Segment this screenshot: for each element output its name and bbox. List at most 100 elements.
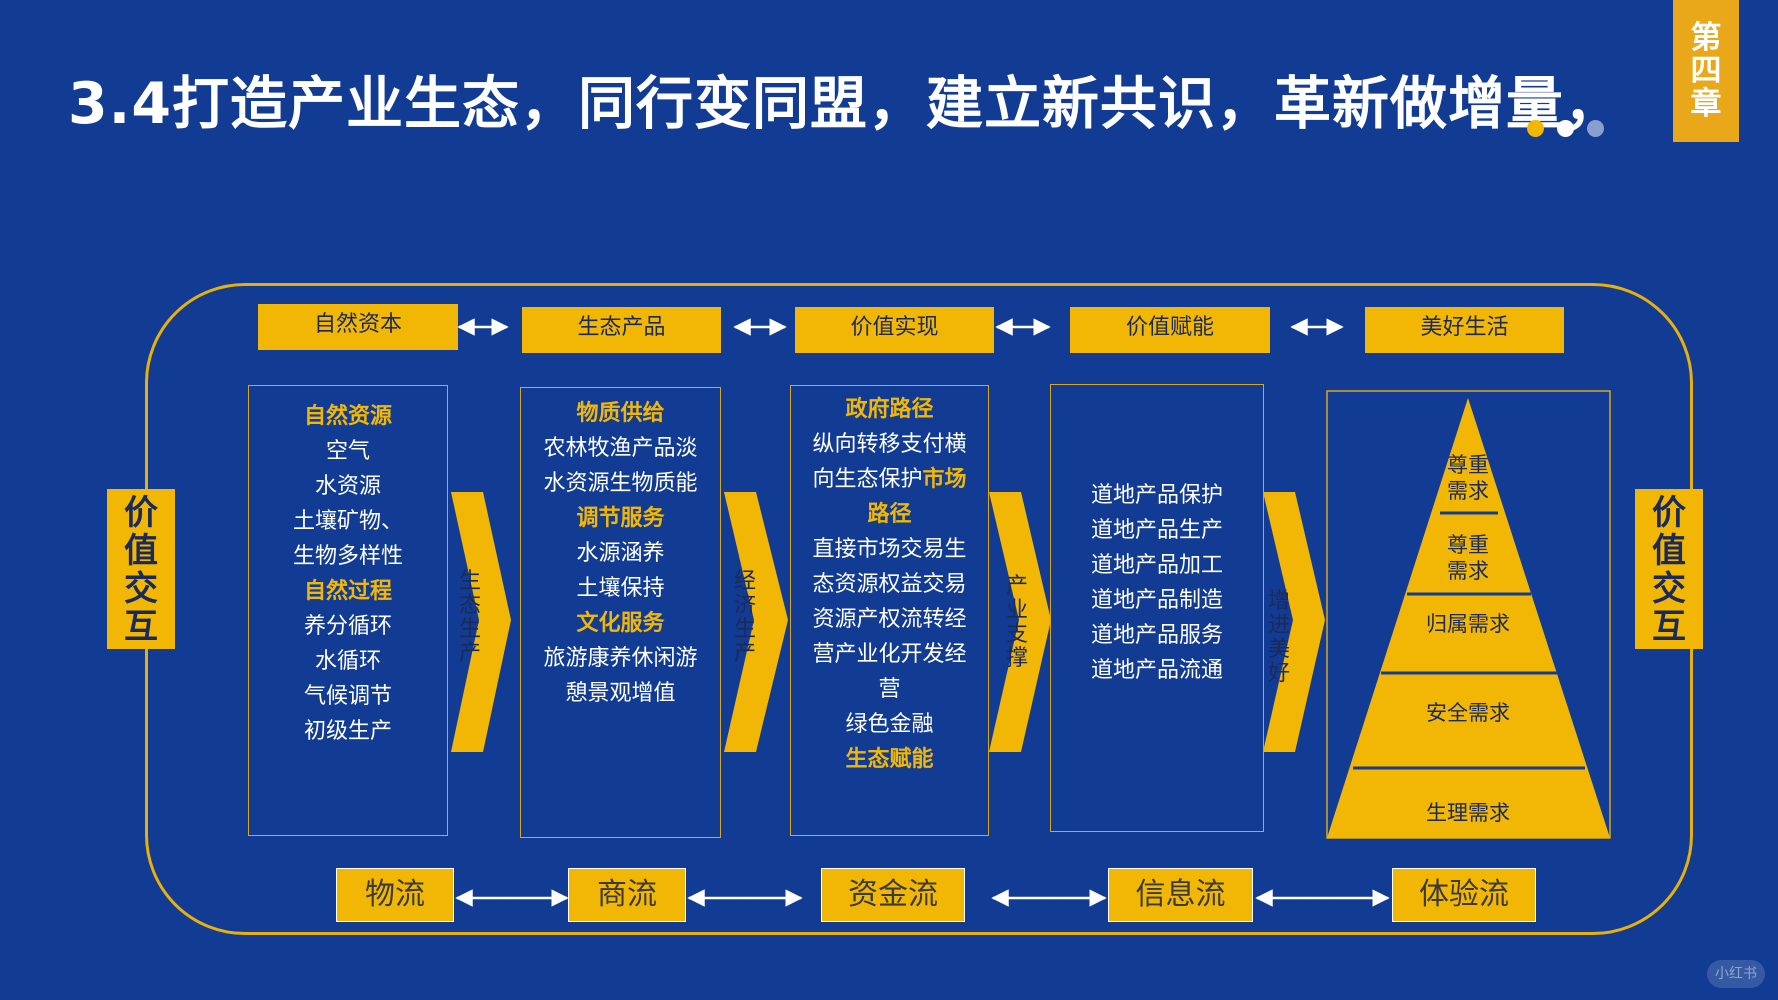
chapter-char: 第: [1690, 20, 1722, 56]
chevron-arrow-icon: [451, 492, 511, 752]
column-line: 水循环: [314, 649, 381, 674]
column-value-empowerment: 道地产品保护 道地产品生产 道地产品加工 道地产品制造 道地产品服务 道地产品流…: [1050, 384, 1264, 832]
column-line: 生态赋能: [845, 747, 934, 772]
pyramid-text: 需求: [1447, 479, 1489, 503]
arrow-char: 美: [1267, 637, 1290, 662]
pyramid-text: 尊重: [1447, 453, 1489, 477]
chevron-arrow-icon: [724, 492, 788, 752]
flow-information: 信息流: [1108, 868, 1253, 922]
column-line: 气候调节: [303, 684, 392, 709]
arrow-char: 生: [458, 569, 481, 594]
chapter-tab: 第 四 章: [1673, 0, 1739, 142]
arrow-char: 进: [1267, 613, 1290, 638]
column-line: 自然资源: [303, 404, 392, 429]
column-line: 路径: [867, 502, 912, 527]
flow-capital: 资金流: [821, 868, 965, 922]
column-line: 土壤保持: [576, 576, 665, 601]
column-line: 政府路径: [845, 397, 934, 422]
header-value-realization: 价值实现: [795, 307, 994, 353]
column-text-highlight: 市场: [922, 467, 967, 492]
column-line: 纵向转移支付横: [812, 432, 967, 457]
flow-experience: 体验流: [1392, 868, 1536, 922]
chevron-arrow-icon: [989, 492, 1051, 752]
column-line: 营产业化开发经: [812, 642, 967, 667]
watermark: 小红书: [1707, 960, 1765, 988]
arrow-char: 经: [733, 569, 756, 594]
dot-icon: [1527, 120, 1544, 137]
page-title: 3.4打造产业生态，同行变同盟，建立新共识，革新做增量，: [68, 71, 1622, 137]
arrow-char: 增: [1267, 589, 1290, 614]
column-line: 土壤矿物、: [292, 509, 403, 534]
arrow-char: 业: [1005, 598, 1028, 623]
column-line: 道地产品加工: [1090, 553, 1223, 578]
side-char: 互: [1652, 607, 1686, 647]
arrow-char: 生: [458, 617, 481, 642]
column-line: 向生态保护市场: [791, 462, 988, 497]
chapter-char: 章: [1690, 86, 1722, 122]
column-line: 旅游康养休闲游: [543, 646, 698, 671]
column-value-realization: 政府路径 纵向转移支付横 向生态保护市场 路径 直接市场交易生 态资源权益交易 …: [790, 385, 989, 836]
side-label-left: 价 值 交 互: [107, 489, 175, 649]
column-line: 物质供给: [576, 401, 665, 426]
column-line: 水资源生物质能: [543, 471, 698, 496]
pyramid-level-5: 生理需求: [1426, 801, 1510, 825]
column-eco-products: 物质供给 农林牧渔产品淡 水资源生物质能 调节服务 水源涵养 土壤保持 文化服务…: [520, 387, 721, 838]
side-char: 价: [1652, 493, 1686, 533]
arrow-char: 撑: [1005, 646, 1028, 671]
column-line: 水源涵养: [576, 541, 665, 566]
arrow-char: 态: [458, 593, 481, 618]
chapter-char: 四: [1690, 53, 1722, 89]
pyramid-text: 尊重: [1447, 533, 1489, 557]
column-line: 憩景观增值: [565, 681, 676, 706]
column-line: 文化服务: [576, 611, 665, 636]
pyramid-text: 需求: [1447, 559, 1489, 583]
arrow-label-better-life: 增 进 美 好: [1266, 590, 1292, 686]
column-text: 向生态保护: [812, 467, 923, 492]
column-line: 养分循环: [303, 614, 392, 639]
column-line: 道地产品保护: [1090, 483, 1223, 508]
arrow-label-eco-production: 生 态 生 产: [457, 570, 483, 666]
column-line: 绿色金融: [845, 712, 934, 737]
arrow-char: 产: [733, 641, 756, 666]
side-char: 价: [124, 493, 158, 533]
arrow-char: 产: [1005, 574, 1028, 599]
pyramid-level-4: 安全需求: [1426, 701, 1510, 725]
side-char: 值: [1652, 531, 1686, 571]
arrow-label-industry-support: 产 业 支 撑: [1004, 575, 1030, 671]
column-line: 自然过程: [303, 579, 392, 604]
column-line: 生物多样性: [292, 544, 403, 569]
column-line: 道地产品流通: [1090, 658, 1223, 683]
arrow-char: 生: [733, 617, 756, 642]
column-line: 直接市场交易生: [812, 537, 967, 562]
side-char: 交: [1652, 569, 1686, 609]
side-char: 值: [124, 531, 158, 571]
flow-logistics: 物流: [336, 868, 454, 922]
column-line: 道地产品制造: [1090, 588, 1223, 613]
arrow-char: 济: [733, 593, 756, 618]
arrow-char: 产: [458, 641, 481, 666]
column-line: 空气: [325, 439, 370, 464]
pyramid-level-2: 尊重 需求: [1428, 532, 1508, 584]
chevron-arrow-icon: [1263, 492, 1325, 752]
column-natural-capital: 自然资源 空气 水资源 土壤矿物、 生物多样性 自然过程 养分循环 水循环 气候…: [248, 385, 448, 836]
column-line: 道地产品服务: [1090, 623, 1223, 648]
column-line: 资源产权流转经: [812, 607, 967, 632]
dot-icon: [1587, 120, 1604, 137]
pyramid-level-1: 尊重 需求: [1428, 452, 1508, 504]
arrow-char: 支: [1005, 622, 1028, 647]
column-line: 农林牧渔产品淡: [543, 436, 698, 461]
header-good-life: 美好生活: [1365, 307, 1564, 353]
arrow-label-economic-production: 经 济 生 产: [732, 570, 758, 666]
side-char: 交: [124, 569, 158, 609]
pyramid-shape: [1327, 398, 1610, 838]
header-eco-products: 生态产品: [522, 307, 721, 353]
side-label-right: 价 值 交 互: [1635, 489, 1703, 649]
column-line: 营: [878, 677, 901, 702]
pyramid-level-3: 归属需求: [1426, 612, 1510, 636]
column-line: 水资源: [314, 474, 381, 499]
side-char: 互: [124, 607, 158, 647]
column-line: 道地产品生产: [1090, 518, 1223, 543]
column-line: 初级生产: [303, 719, 392, 744]
column-line: 态资源权益交易: [812, 572, 967, 597]
